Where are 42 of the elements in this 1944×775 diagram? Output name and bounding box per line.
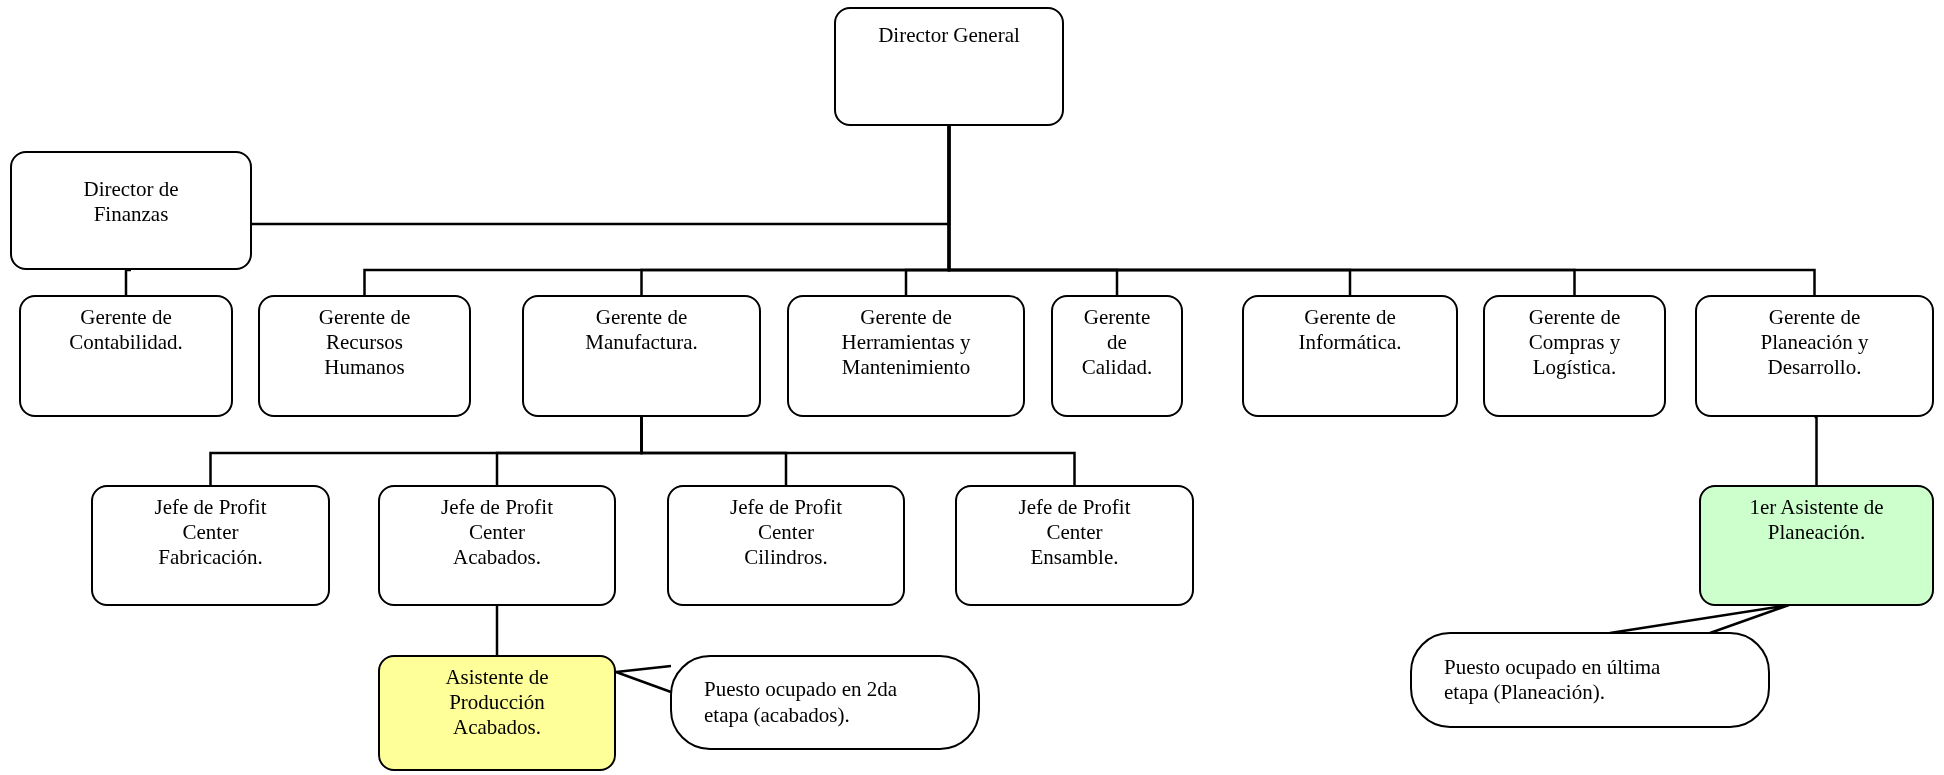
position-title: Director General	[878, 23, 1020, 49]
position-title: Gerente de Recursos Humanos	[317, 305, 412, 381]
connector-line	[1813, 415, 1818, 485]
position-title: Jefe de Profit Center Acabados.	[440, 495, 554, 571]
position-title: Gerente de Planeación y Desarrollo.	[1759, 305, 1870, 381]
position-title: Gerente de Herramientas y Mantenimiento	[840, 305, 972, 381]
position-title: Asistente de Producción Acabados.	[444, 665, 550, 741]
org-box	[91, 485, 330, 606]
position-title: Jefe de Profit Center Cilindros.	[729, 495, 843, 571]
org-box	[10, 151, 252, 270]
connector-line	[124, 268, 133, 295]
connector-line	[947, 126, 1816, 295]
speech-callout	[1410, 632, 1770, 728]
position-title: Gerente de Manufactura.	[584, 305, 699, 356]
position-title: 1er Asistente de Planeación.	[1748, 495, 1885, 546]
position-title: Gerente de Contabilidad.	[68, 305, 184, 356]
org-box	[667, 485, 905, 606]
callout-text: Puesto ocupado en última etapa (Planeación).	[1444, 654, 1662, 706]
org-box	[1483, 295, 1666, 417]
org-box	[1695, 295, 1934, 417]
position-title: Jefe de Profit Center Fabricación.	[153, 495, 268, 571]
position-title: Jefe de Profit Center Ensamble.	[1017, 495, 1132, 571]
org-box	[378, 485, 616, 606]
callout-pointer	[1608, 603, 1791, 635]
position-title: Gerente de Calidad.	[1080, 305, 1154, 381]
callout-pointer	[614, 664, 673, 694]
position-title: Gerente de Compras y Logística.	[1527, 305, 1622, 381]
org-box	[378, 655, 616, 771]
org-box	[258, 295, 471, 417]
speech-callout	[670, 655, 980, 750]
org-box	[1242, 295, 1458, 417]
org-box	[1051, 295, 1183, 417]
position-title: Director de Finanzas	[82, 177, 180, 228]
org-box	[1699, 485, 1934, 606]
position-title: Gerente de Informática.	[1297, 305, 1403, 356]
org-box	[787, 295, 1025, 417]
connector-line	[495, 604, 499, 655]
org-box	[834, 7, 1064, 126]
org-box	[955, 485, 1194, 606]
callout-text: Puesto ocupado en 2da etapa (acabados).	[704, 677, 899, 728]
org-box	[19, 295, 233, 417]
org-box	[522, 295, 761, 417]
